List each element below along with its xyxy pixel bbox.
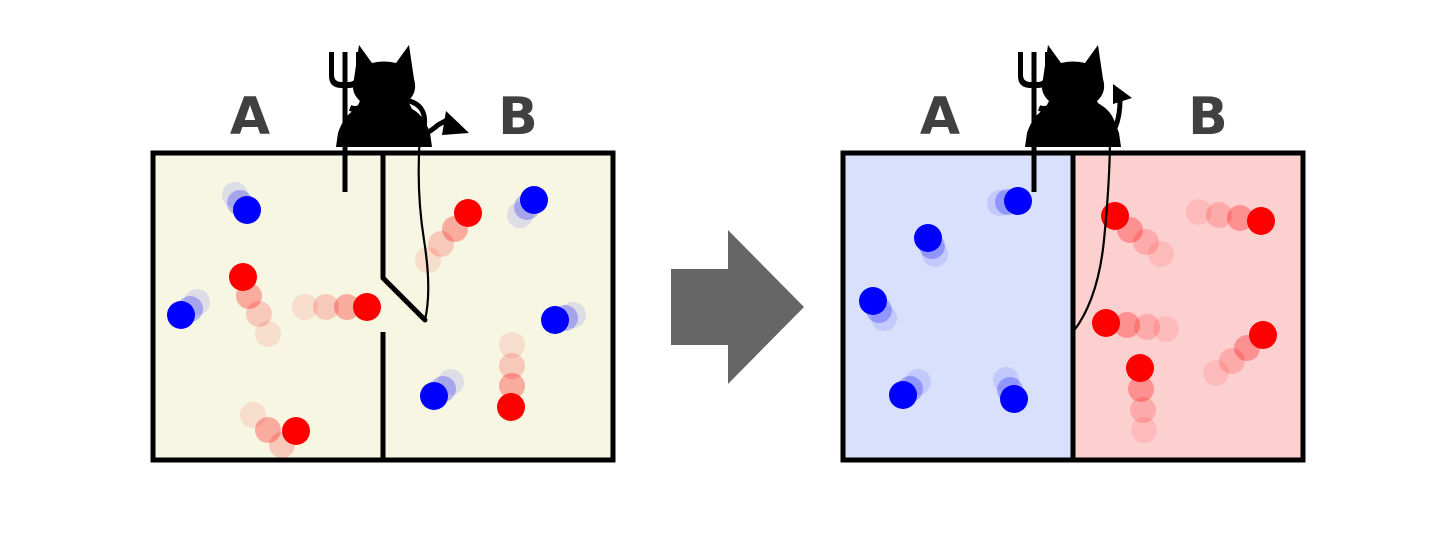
label-b: B	[498, 87, 538, 147]
label-b: B	[1188, 87, 1228, 147]
red-molecule	[497, 332, 525, 421]
blue-molecule	[987, 187, 1032, 216]
trapdoor-open	[380, 275, 428, 323]
partition-wall	[380, 153, 428, 460]
blue-molecule	[420, 369, 464, 410]
blue-molecule	[993, 367, 1028, 413]
demon-tail	[417, 134, 430, 321]
after-panel: A B	[840, 45, 1306, 463]
demon-tail	[1072, 134, 1112, 333]
red-molecule	[229, 263, 281, 347]
blue-molecule	[889, 369, 931, 409]
before-panel: A B	[150, 45, 616, 463]
red-molecule	[1092, 309, 1179, 342]
label-a: A	[920, 87, 960, 147]
demon-cat-icon	[1018, 45, 1132, 192]
arrow-right-icon	[671, 230, 804, 384]
demon-cat-icon	[329, 45, 469, 192]
red-molecule	[1126, 354, 1157, 443]
blue-molecule	[914, 224, 948, 267]
after-molecules	[859, 187, 1277, 443]
label-a: A	[230, 87, 270, 147]
red-molecule	[1101, 202, 1174, 267]
blue-molecule	[859, 287, 897, 331]
red-molecule	[292, 293, 381, 321]
blue-molecule	[507, 186, 548, 228]
before-molecules	[167, 182, 586, 458]
red-molecule	[1203, 321, 1277, 386]
blue-molecule	[222, 182, 261, 224]
blue-molecule	[541, 302, 586, 334]
blue-molecule	[167, 289, 210, 329]
red-molecule	[415, 199, 482, 273]
red-molecule	[240, 402, 310, 458]
red-molecule	[1186, 199, 1275, 235]
